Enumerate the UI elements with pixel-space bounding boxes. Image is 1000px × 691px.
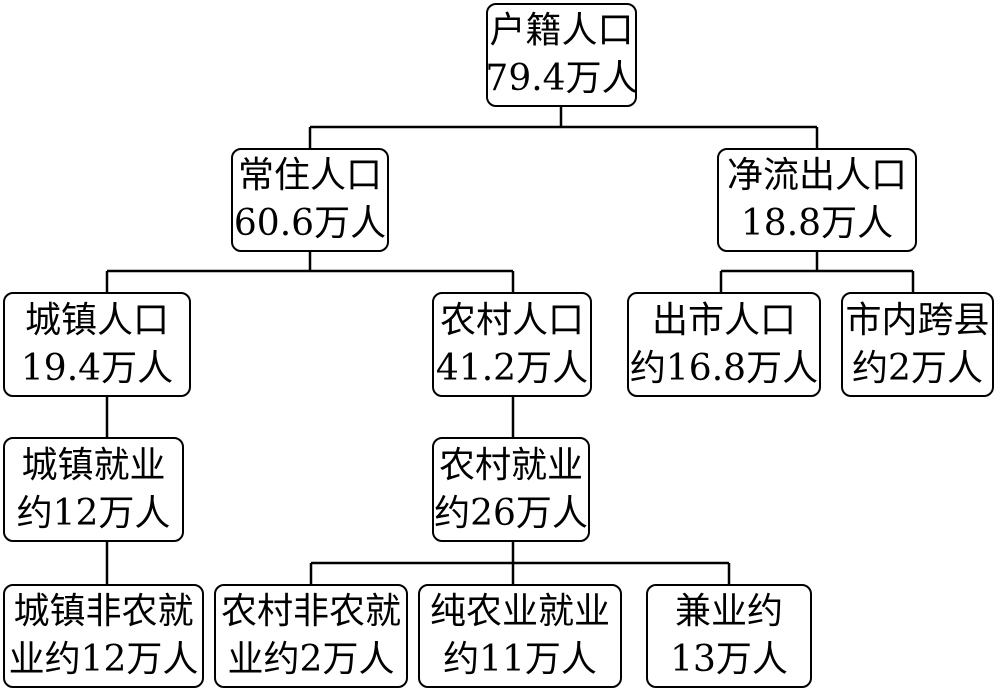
node-value: 业约2万人 <box>227 639 395 680</box>
node-resident-population: 常住人口 60.6万人 <box>231 148 389 252</box>
node-urban-non-agricultural-employment: 城镇非农就 业约12万人 <box>3 584 204 688</box>
node-value: 约16.8万人 <box>629 347 819 389</box>
node-part-time-employment: 兼业约 13万人 <box>646 584 812 688</box>
node-value: 业约12万人 <box>8 639 199 680</box>
node-label: 户籍人口 <box>489 10 634 51</box>
node-urban-employment: 城镇就业 约12万人 <box>3 437 184 542</box>
node-value: 约26万人 <box>434 492 588 534</box>
node-label: 城镇非农就 <box>13 591 194 632</box>
node-label: 农村非农就 <box>220 591 401 632</box>
node-rural-population: 农村人口 41.2万人 <box>432 292 592 397</box>
node-label: 出市人口 <box>651 299 796 341</box>
node-value: 18.8万人 <box>740 203 894 244</box>
node-value: 13万人 <box>670 639 788 680</box>
node-cross-county-population: 市内跨县 约2万人 <box>841 292 994 397</box>
node-rural-employment: 农村就业 约26万人 <box>432 437 590 542</box>
node-household-population: 户籍人口 79.4万人 <box>485 3 638 107</box>
node-net-outflow-population: 净流出人口 18.8万人 <box>717 148 917 252</box>
node-value: 约12万人 <box>16 492 171 534</box>
node-label: 城镇人口 <box>24 299 169 341</box>
node-label: 农村就业 <box>438 444 583 486</box>
node-urban-population: 城镇人口 19.4万人 <box>3 292 191 397</box>
node-value: 约11万人 <box>443 639 597 680</box>
node-pure-agricultural-employment: 纯农业就业 约11万人 <box>418 584 622 688</box>
node-value: 41.2万人 <box>435 347 589 389</box>
node-rural-non-agricultural-employment: 农村非农就 业约2万人 <box>214 584 408 688</box>
node-out-of-city-population: 出市人口 约16.8万人 <box>627 292 821 397</box>
node-label: 市内跨县 <box>845 299 990 341</box>
node-label: 兼业约 <box>674 591 783 632</box>
node-value: 79.4万人 <box>485 58 638 99</box>
node-label: 常住人口 <box>237 155 382 196</box>
node-label: 纯农业就业 <box>429 591 610 632</box>
node-value: 19.4万人 <box>20 347 174 389</box>
node-value: 60.6万人 <box>233 203 387 244</box>
node-value: 约2万人 <box>852 347 983 389</box>
node-label: 净流出人口 <box>726 155 907 196</box>
node-label: 城镇就业 <box>21 444 166 486</box>
node-label: 农村人口 <box>439 299 584 341</box>
